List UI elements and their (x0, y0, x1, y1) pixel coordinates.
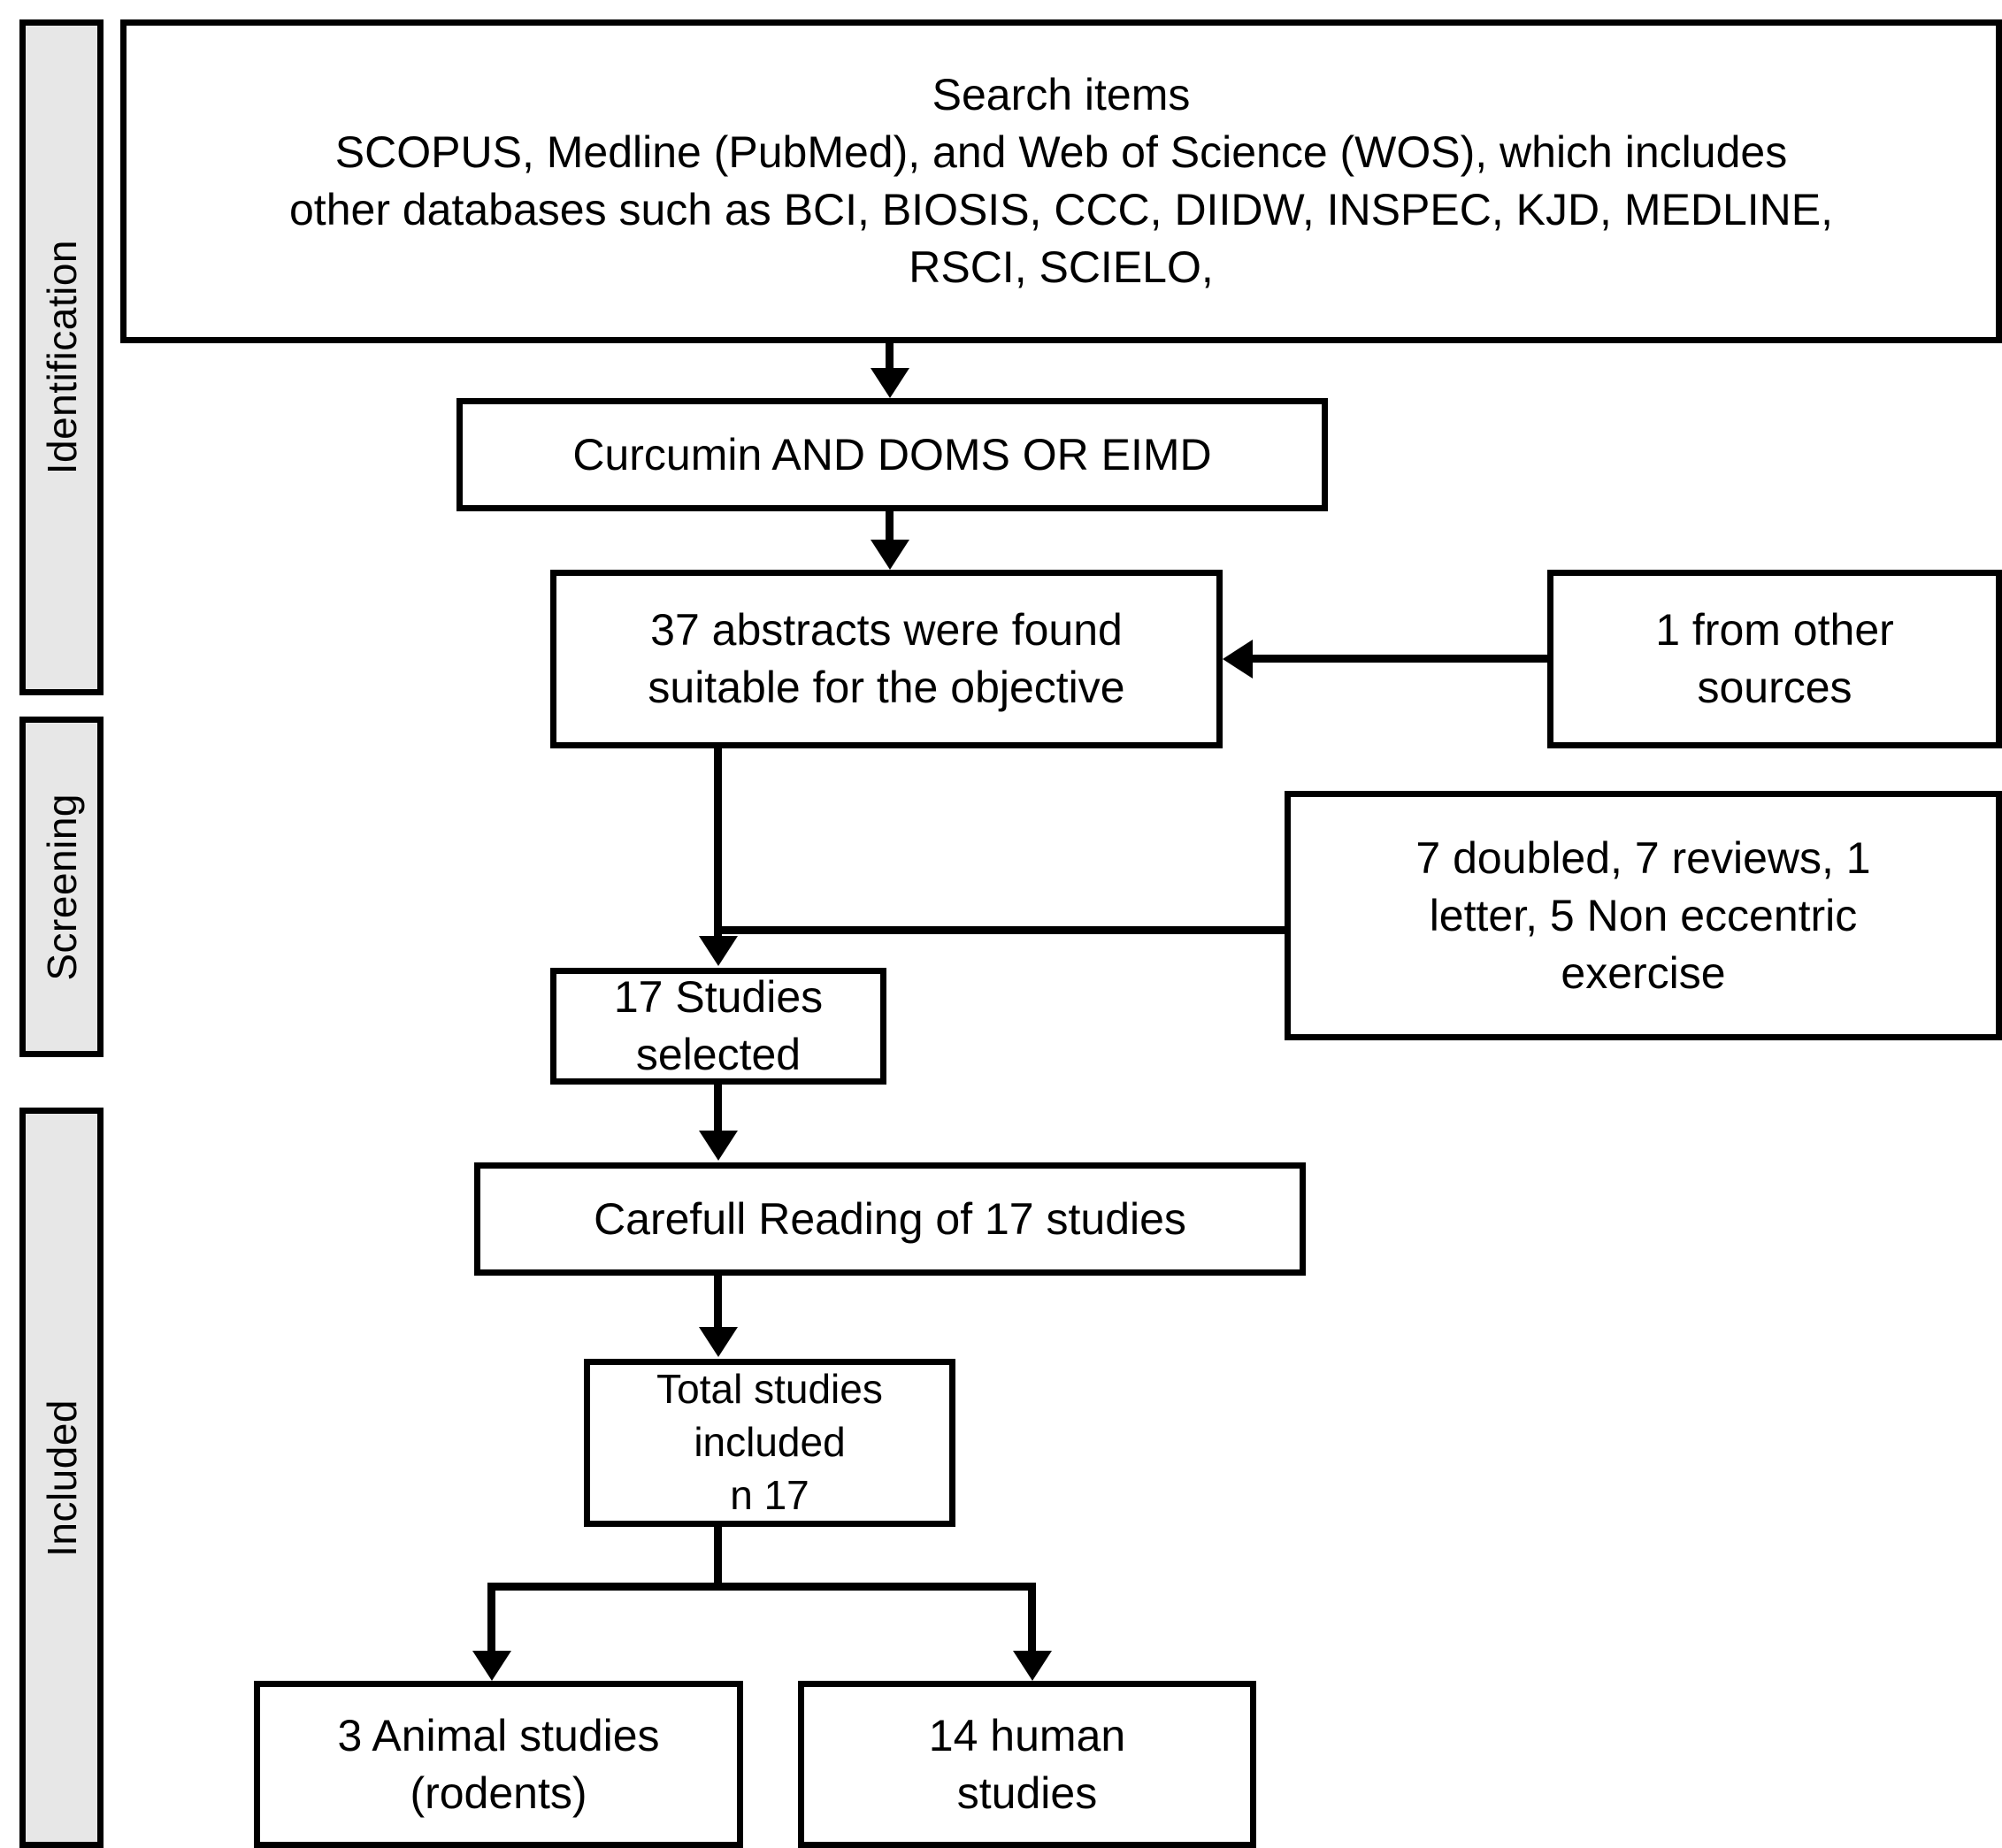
stage-screening-label: Screening (38, 793, 85, 981)
connector-exclusions-tie (714, 926, 1289, 934)
node-careful-reading-text: Carefull Reading of 17 studies (594, 1193, 1186, 1244)
node-other-sources: 1 from other sources (1547, 570, 2002, 748)
arrowhead-other-sources-to-abstracts (1223, 640, 1253, 679)
connector-selected-to-reading (714, 1085, 722, 1132)
node-total-included-text: Total studies included n 17 (656, 1366, 883, 1518)
node-human-studies-text: 14 human studies (928, 1710, 1126, 1818)
arrowhead-reading-to-total (699, 1327, 738, 1357)
connector-query-to-abstracts (886, 511, 894, 543)
stage-screening: Screening (19, 717, 104, 1057)
connector-search-to-query (886, 343, 894, 370)
connector-abstracts-to-selected (714, 748, 722, 939)
stage-identification-label: Identification (38, 240, 85, 475)
node-search-query: Curcumin AND DOMS OR EIMD (456, 398, 1328, 511)
arrowhead-total-to-animal (472, 1651, 511, 1681)
arrowhead-search-to-query (871, 368, 909, 398)
node-animal-studies: 3 Animal studies (rodents) (254, 1681, 743, 1848)
node-search-query-text: Curcumin AND DOMS OR EIMD (572, 429, 1212, 479)
node-exclusions: 7 doubled, 7 reviews, 1 letter, 5 Non ec… (1285, 791, 2002, 1040)
connector-total-trunk (714, 1527, 722, 1591)
connector-total-split-bar (487, 1583, 1036, 1591)
arrowhead-total-to-human (1013, 1651, 1052, 1681)
node-total-included: Total studies included n 17 (584, 1359, 955, 1527)
node-other-sources-text: 1 from other sources (1655, 605, 1894, 712)
stage-included: Included (19, 1108, 104, 1848)
connector-branch-animal (487, 1583, 495, 1653)
node-exclusions-text: 7 doubled, 7 reviews, 1 letter, 5 Non ec… (1415, 832, 1871, 998)
connector-other-sources-to-abstracts (1253, 655, 1553, 663)
node-studies-selected: 17 Studies selected (550, 968, 886, 1085)
stage-included-label: Included (38, 1399, 85, 1557)
connector-branch-human (1028, 1583, 1036, 1653)
node-studies-selected-text: 17 Studies selected (613, 972, 824, 1079)
node-human-studies: 14 human studies (798, 1681, 1256, 1848)
node-search-items-text: Search items SCOPUS, Medline (PubMed), a… (289, 70, 1833, 292)
node-careful-reading: Carefull Reading of 17 studies (474, 1162, 1306, 1276)
arrowhead-abstracts-to-selected (699, 936, 738, 966)
stage-identification: Identification (19, 19, 104, 695)
node-animal-studies-text: 3 Animal studies (rodents) (337, 1710, 660, 1818)
connector-reading-to-total (714, 1276, 722, 1329)
arrowhead-selected-to-reading (699, 1131, 738, 1161)
node-abstracts-found-text: 37 abstracts were found suitable for the… (648, 605, 1125, 712)
arrowhead-query-to-abstracts (871, 540, 909, 570)
node-abstracts-found: 37 abstracts were found suitable for the… (550, 570, 1223, 748)
node-search-items: Search items SCOPUS, Medline (PubMed), a… (120, 19, 2002, 343)
